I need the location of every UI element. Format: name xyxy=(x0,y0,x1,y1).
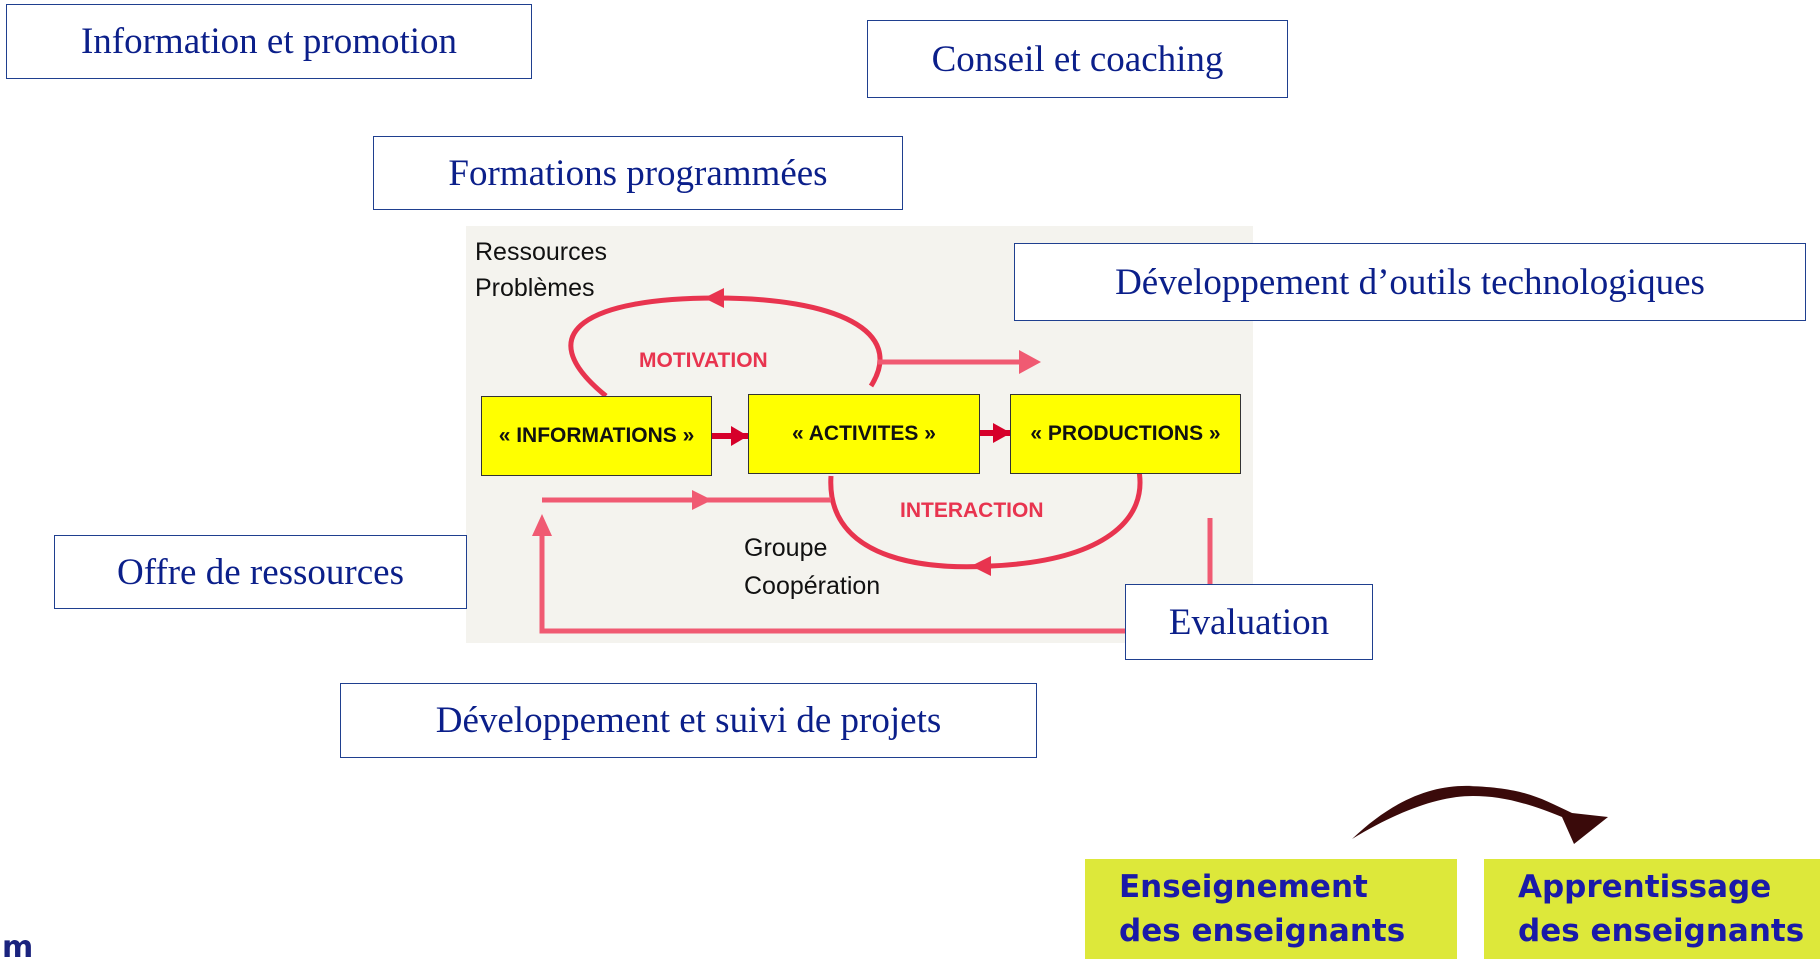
groupe-label: Groupe xyxy=(744,534,828,562)
logo: m xyxy=(0,934,60,959)
logo-text: m xyxy=(2,934,34,959)
outcome-enseignement: Enseignement des enseignants xyxy=(1085,859,1457,959)
feedback-arrowhead xyxy=(532,514,552,536)
motivation-label: MOTIVATION xyxy=(639,349,768,372)
node-informations: « INFORMATIONS » xyxy=(481,396,712,476)
node-productions: « PRODUCTIONS » xyxy=(1010,394,1241,474)
box-formations-programmees: Formations programmées xyxy=(373,136,903,210)
box-evaluation: Evaluation xyxy=(1125,584,1373,660)
problemes-label: Problèmes xyxy=(475,274,595,302)
outcome-apprentissage-line1: Apprentissage xyxy=(1518,869,1772,905)
motivation-loop-arrowhead xyxy=(704,288,724,308)
node-activites: « ACTIVITES » xyxy=(748,394,980,474)
outcome-enseignement-line2: des enseignants xyxy=(1119,913,1406,949)
box-offre-ressources: Offre de ressources xyxy=(54,535,467,609)
box-developpement-outils: Développement d’outils technologiques xyxy=(1014,243,1806,321)
cooperation-label: Coopération xyxy=(744,572,881,600)
feedback-loop xyxy=(539,518,1213,634)
outcome-apprentissage: Apprentissage des enseignants xyxy=(1484,859,1820,959)
outcome-enseignement-line1: Enseignement xyxy=(1119,869,1368,905)
box-developpement-projets: Développement et suivi de projets xyxy=(340,683,1037,758)
box-conseil-coaching: Conseil et coaching xyxy=(867,20,1288,98)
box-information-promotion: Information et promotion xyxy=(6,4,532,79)
ressources-label: Ressources xyxy=(475,238,607,266)
flow-arrows xyxy=(532,288,1213,634)
interaction-label: INTERACTION xyxy=(900,499,1044,522)
interaction-loop-arrowhead xyxy=(971,556,991,576)
curved-arrow-icon xyxy=(1352,785,1608,844)
outcome-apprentissage-line2: des enseignants xyxy=(1518,913,1805,949)
group-arrowhead xyxy=(692,490,712,510)
motivation-out-arrowhead xyxy=(1019,350,1041,374)
motivation-loop xyxy=(568,295,883,398)
